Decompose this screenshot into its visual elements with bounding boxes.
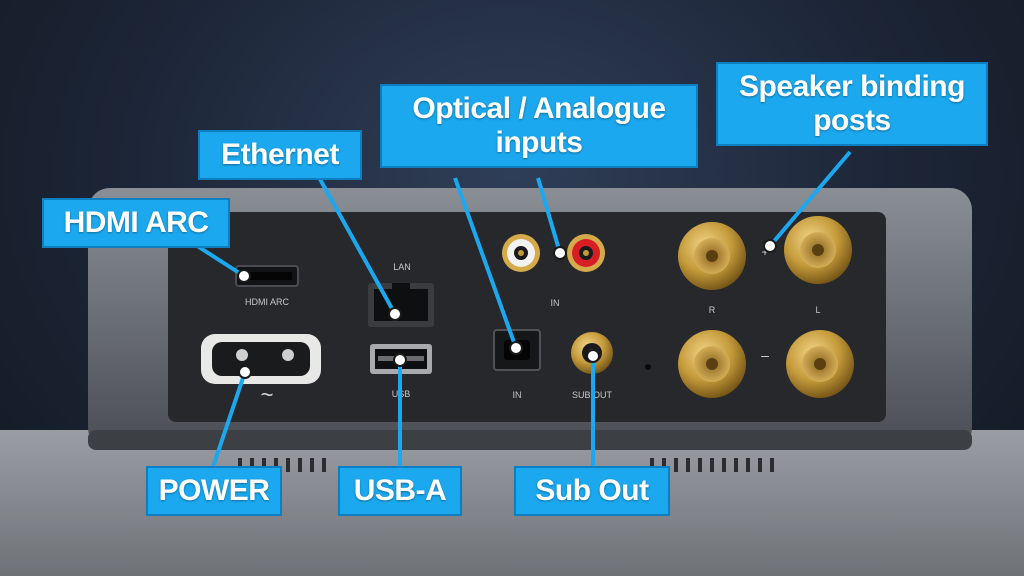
callout-sub-out-text: Sub Out [535,474,649,507]
leader-analogue [536,177,562,254]
lan-panel-label: LAN [393,262,411,272]
speaker-minus-label: – [761,347,769,363]
dot-sub-out [586,349,600,363]
callout-target-dots [237,239,777,379]
dot-speaker [763,239,777,253]
chassis-vents [238,458,774,472]
optical-in-panel-label: IN [513,390,522,400]
power-socket [201,334,321,384]
rca-input-red [567,234,605,272]
speaker-post-r-minus [678,330,746,398]
callout-ethernet: Ethernet [198,130,362,180]
callout-speaker-line2: posts [813,104,891,137]
callout-optical-analogue-inputs: Optical / Analogue inputs [380,84,698,168]
callout-speaker-line1: Speaker binding [739,70,965,103]
speaker-l-panel-label: L [815,305,820,315]
callout-ethernet-text: Ethernet [221,138,339,171]
dot-usb [393,353,407,367]
hdmi-arc-port [235,265,299,287]
rca-input-white [502,234,540,272]
callout-power-text: POWER [158,474,270,507]
callout-usb-a-text: USB-A [353,474,447,507]
dot-analogue [553,246,567,260]
leader-ethernet [314,171,397,315]
dot-ethernet [388,307,402,321]
callout-speaker-binding-posts: Speaker binding posts [716,62,988,146]
callout-hdmi-arc: HDMI ARC [42,198,230,248]
callout-usb-a: USB-A [338,466,462,516]
dot-power [238,365,252,379]
callout-leader-lines [186,150,852,471]
callout-optical-analogue-line1: Optical / Analogue [412,92,666,125]
indicator-led [645,364,651,370]
speaker-r-panel-label: R [709,305,716,315]
speaker-post-r-plus [678,222,746,290]
leader-optical [453,177,518,349]
speaker-post-l-plus [784,216,852,284]
dot-hdmi-arc [237,269,251,283]
callout-hdmi-arc-text: HDMI ARC [63,206,209,239]
chassis-base [88,430,972,450]
power-symbol: ~ [261,382,274,407]
ethernet-port [368,283,434,327]
speaker-post-l-minus [786,330,854,398]
callout-optical-analogue-line2: inputs [495,126,584,159]
hdmi-arc-panel-label: HDMI ARC [245,297,290,307]
leader-power [210,371,247,471]
dot-optical [509,341,523,355]
speaker-plus-label: + [761,245,768,259]
callout-power: POWER [146,466,282,516]
analog-in-panel-label: IN [551,298,560,308]
leader-speaker [768,150,852,248]
callout-sub-out: Sub Out [514,466,670,516]
